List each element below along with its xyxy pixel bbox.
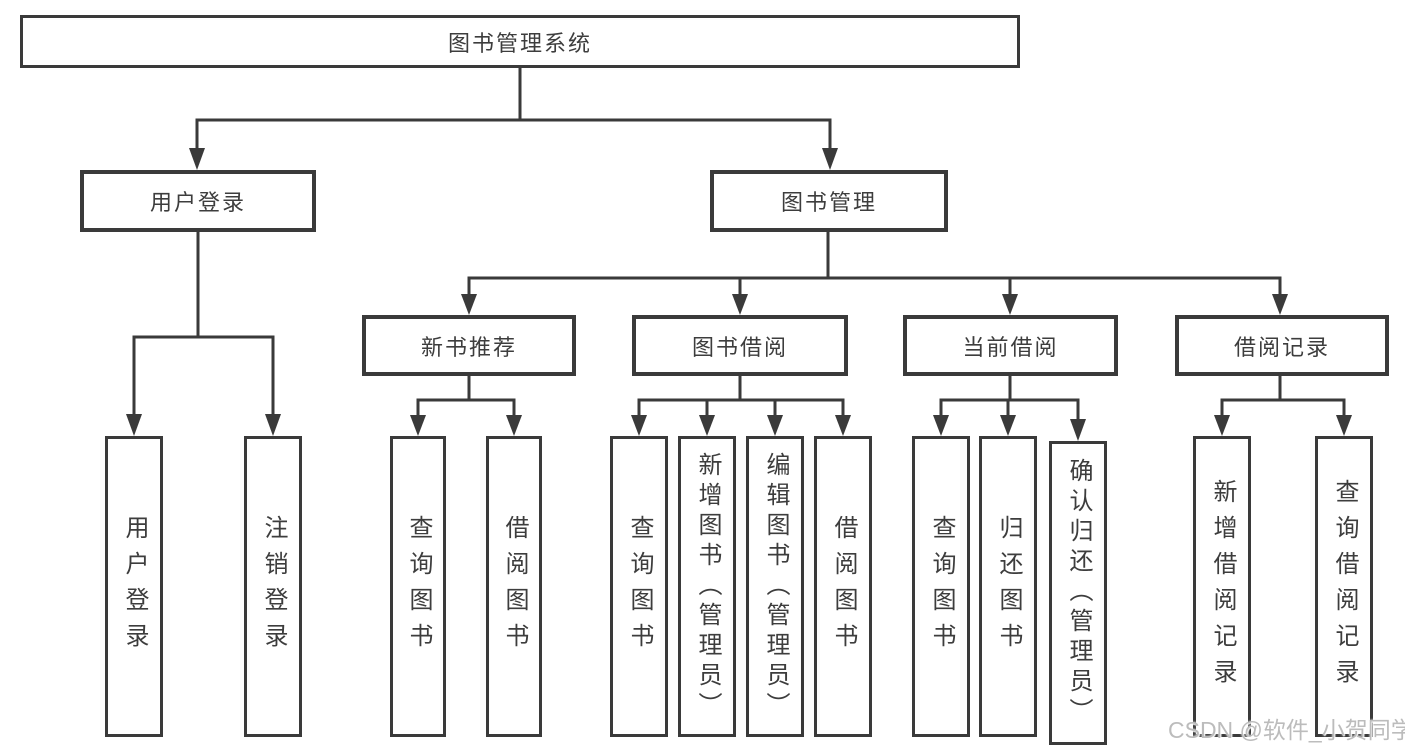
node-book-borrow: 图书借阅 [632, 315, 848, 376]
leaf-return-books: 归还图书 [979, 436, 1037, 737]
leaf-logout: 注销登录 [244, 436, 302, 737]
leaf-user-login-label: 用户登录 [121, 514, 148, 659]
leaf-query-borrow-record: 查询借阅记录 [1315, 436, 1373, 737]
leaf-borrow-books: 借阅图书 [814, 436, 872, 737]
leaf-confirm-return-admin-label: 确认归还（管理员） [1065, 458, 1092, 728]
leaf-edit-books-admin-label: 编辑图书（管理员） [762, 451, 789, 722]
node-current-borrow-label: 当前借阅 [962, 334, 1059, 360]
csdn-watermark: CSDN @软件_小贺同学 [1168, 717, 1405, 743]
node-new-book-recommend-label: 新书推荐 [420, 334, 517, 360]
leaf-query-books-borrow: 查询图书 [610, 436, 668, 737]
leaf-add-books-admin: 新增图书（管理员） [678, 436, 736, 737]
node-book-management-label: 图书管理 [780, 190, 877, 215]
node-borrow-records: 借阅记录 [1175, 315, 1389, 376]
node-user-login-label: 用户登录 [149, 190, 246, 215]
leaf-add-borrow-record: 新增借阅记录 [1193, 436, 1251, 737]
leaf-add-books-admin-label: 新增图书（管理员） [694, 451, 721, 722]
leaf-query-borrow-record-label: 查询借阅记录 [1331, 478, 1358, 695]
node-borrow-records-label: 借阅记录 [1233, 334, 1330, 360]
leaf-user-login: 用户登录 [105, 436, 163, 737]
node-user-login: 用户登录 [80, 170, 316, 232]
node-new-book-recommend: 新书推荐 [362, 315, 576, 376]
leaf-edit-books-admin: 编辑图书（管理员） [746, 436, 804, 737]
node-book-management: 图书管理 [710, 170, 948, 232]
leaf-borrow-books-label: 借阅图书 [830, 514, 857, 659]
node-root-label: 图书管理系统 [447, 30, 592, 56]
leaf-confirm-return-admin: 确认归还（管理员） [1049, 441, 1107, 745]
leaf-query-books-borrow-label: 查询图书 [626, 514, 653, 659]
node-current-borrow: 当前借阅 [903, 315, 1118, 376]
leaf-query-books-current: 查询图书 [912, 436, 970, 737]
leaf-return-books-label: 归还图书 [995, 514, 1022, 659]
leaf-query-books-current-label: 查询图书 [928, 514, 955, 659]
leaf-query-books-recommend: 查询图书 [390, 436, 446, 737]
node-book-borrow-label: 图书借阅 [691, 334, 788, 360]
leaf-add-borrow-record-label: 新增借阅记录 [1209, 478, 1236, 695]
arrowhead-group [126, 148, 1352, 441]
node-root: 图书管理系统 [20, 15, 1020, 68]
leaf-query-books-recommend-label: 查询图书 [405, 514, 432, 659]
leaf-borrow-books-recommend-label: 借阅图书 [501, 514, 528, 659]
leaf-logout-label: 注销登录 [260, 514, 287, 659]
leaf-borrow-books-recommend: 借阅图书 [486, 436, 542, 737]
